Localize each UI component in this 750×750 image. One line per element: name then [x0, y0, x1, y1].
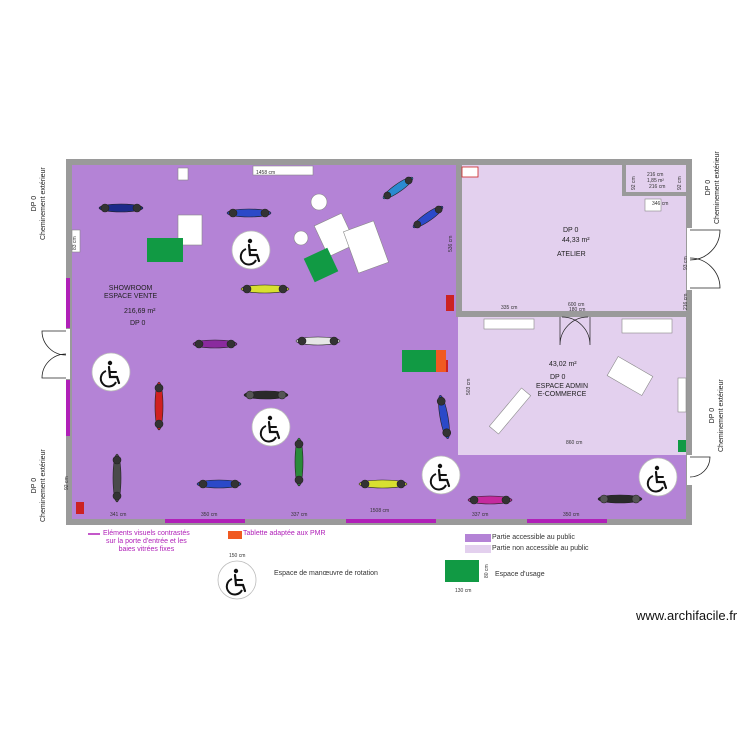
- atelier-dp: DP 0: [563, 227, 579, 234]
- showroom-area: 216,69 m²: [124, 308, 156, 315]
- dim-atelier-1: 335 cm: [501, 305, 518, 311]
- side-label-left-bottom: DP 0 Cheminement extérieur: [31, 449, 47, 522]
- wc-room: [626, 165, 686, 192]
- dim-atelier-2: 600 cm: [568, 302, 585, 308]
- dim-small-1: 92 cm: [631, 176, 637, 190]
- side-label-right-top: DP 0 Cheminement extérieur: [705, 151, 721, 224]
- dim-small-5: 216 cm: [683, 293, 689, 310]
- admin-area: 43,02 m²: [549, 361, 577, 368]
- dim-admin-left: 503 cm: [466, 378, 472, 395]
- pmr-shelf: [436, 350, 446, 372]
- legend-swatches: [88, 531, 491, 582]
- dim-bottom-5: 337 cm: [472, 512, 489, 518]
- legend-usage-side: 80 cm: [484, 564, 490, 578]
- legend-visual-elements: Eléments visuels contrastés sur la porte…: [103, 530, 190, 553]
- legend-usage-label: Espace d'usage: [495, 571, 545, 578]
- legend-nonpublic: Partie non accessible au public: [492, 545, 589, 552]
- legend-public: Partie accessible au public: [492, 534, 575, 541]
- legend-pmr-shelf: Tablette adaptée aux PMR: [243, 530, 326, 537]
- dim-atelier-3: 180 cm: [569, 307, 586, 313]
- legend-rotation-label: Espace de manœuvre de rotation: [274, 570, 378, 577]
- entrance-door-left: [41, 329, 70, 379]
- side-door-right: [687, 455, 711, 485]
- legend-rotation-symbol: [216, 559, 258, 601]
- wc-dim-1: 216 cm: [647, 172, 664, 178]
- interior-door: [559, 316, 591, 346]
- dim-bottom-6: 350 cm: [563, 512, 580, 518]
- dim-atelier-right: 346 cm: [652, 201, 669, 207]
- watermark: www.archifacile.fr: [636, 608, 738, 623]
- wc-wall-bottom: [622, 192, 686, 196]
- dim-small-7: 92 cm: [64, 476, 70, 490]
- wc-dim-2: 216 cm: [649, 184, 666, 190]
- side-label-right-bottom: DP 0 Cheminement extérieur: [709, 379, 725, 452]
- side-label-left-top: DP 0 Cheminement extérieur: [31, 167, 47, 240]
- admin-name: ESPACE ADMIN E-COMMERCE: [536, 383, 588, 398]
- dim-bottom-2: 350 cm: [201, 512, 218, 518]
- usage-spaces: [147, 238, 436, 372]
- showroom-furniture: [71, 165, 389, 274]
- legend-rotation-size: 150 cm: [229, 553, 246, 559]
- admin-furniture: [483, 198, 687, 435]
- atelier-name: ATELIER: [557, 251, 586, 258]
- glazing-strips: [66, 278, 607, 523]
- dim-bottom-3: 337 cm: [291, 512, 308, 518]
- atelier-bottom-wall: [456, 311, 692, 317]
- dim-small-2: 92 cm: [677, 176, 683, 190]
- motorcycles: [98, 176, 643, 505]
- atelier-area: 44,33 m²: [562, 237, 590, 244]
- atelier-wall: [456, 165, 462, 317]
- atelier-exterior-door: [687, 228, 721, 290]
- wc-wall-left: [622, 165, 626, 196]
- dim-top: 1458 cm: [256, 170, 276, 176]
- legend-usage-size: 130 cm: [455, 588, 472, 594]
- dim-bottom-1: 341 cm: [110, 512, 127, 518]
- showroom-name: SHOWROOM ESPACE VENTE: [104, 285, 158, 300]
- dim-small-4: 93 cm: [683, 256, 689, 270]
- showroom-dp: DP 0: [130, 320, 146, 327]
- dim-bottom-4: 1508 cm: [370, 508, 390, 514]
- wc-area: 1,85 m²: [647, 178, 664, 184]
- dim-small-6: 83 cm: [72, 236, 78, 250]
- dim-small-3: 536 cm: [448, 235, 454, 252]
- admin-dp: DP 0: [550, 374, 566, 381]
- dim-admin-bottom: 860 cm: [566, 440, 583, 446]
